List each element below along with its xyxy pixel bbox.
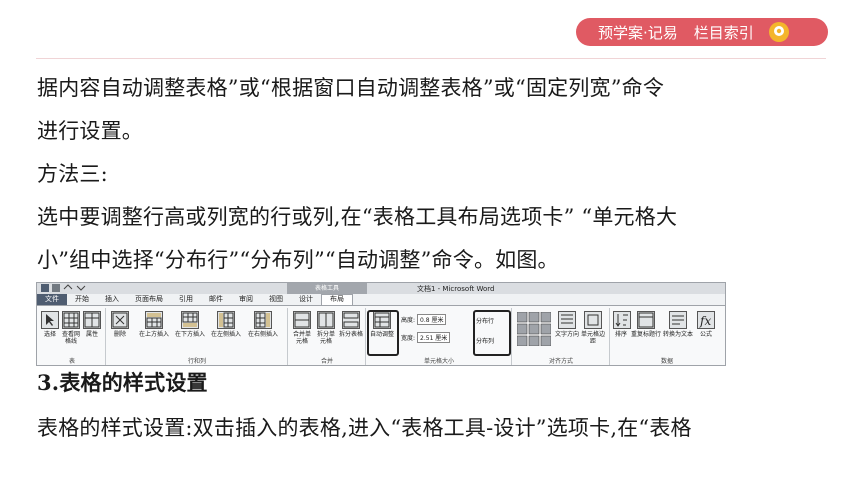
alignment-grid-icon[interactable] bbox=[517, 312, 551, 346]
tab-layout[interactable]: 布局 bbox=[321, 294, 353, 305]
split-cells-icon bbox=[317, 311, 335, 329]
select-button[interactable]: 选择 bbox=[41, 311, 59, 338]
group-data: 排序 重复标题行 转换为文本 fx 公式 数据 bbox=[611, 308, 723, 365]
split-cells-button[interactable]: 拆分单元格 bbox=[315, 311, 337, 345]
convert-text-icon bbox=[669, 311, 687, 329]
split-table-icon bbox=[342, 311, 360, 329]
column-index-link[interactable]: 栏目索引 bbox=[693, 23, 754, 42]
tab-view[interactable]: 视图 bbox=[269, 295, 283, 303]
view-gridlines-button[interactable]: 查看网格线 bbox=[61, 311, 81, 345]
header-divider bbox=[36, 58, 826, 59]
method-three-label: 方法三: bbox=[37, 162, 108, 186]
properties-button[interactable]: 属性 bbox=[83, 311, 101, 338]
paragraph-line-4: 选中要调整行高或列宽的行或列,在“表格工具布局选项卡” “单元格大 bbox=[37, 205, 678, 229]
group-merge: 合并单元格 拆分单元格 拆分表格 合并 bbox=[289, 308, 366, 365]
sort-icon bbox=[613, 311, 631, 329]
cell-margins-icon bbox=[584, 311, 602, 329]
ribbon-title-bar: 表格工具 文档1 - Microsoft Word bbox=[37, 283, 725, 294]
merge-cells-icon bbox=[293, 311, 311, 329]
insert-column-right-icon bbox=[254, 311, 272, 329]
tab-insert[interactable]: 插入 bbox=[105, 295, 119, 303]
tab-design[interactable]: 设计 bbox=[299, 295, 313, 303]
formula-fx-icon: fx bbox=[697, 311, 715, 329]
svg-text:fx: fx bbox=[699, 314, 711, 328]
group-alignment: 文字方向 单元格边距 对齐方式 bbox=[513, 308, 610, 365]
sort-button[interactable]: 排序 bbox=[613, 311, 631, 338]
text-direction-button[interactable]: 文字方向 bbox=[555, 311, 579, 338]
distribute-rows-button[interactable]: 分布行 bbox=[476, 318, 495, 325]
table-tools-tab-label: 表格工具 bbox=[287, 283, 367, 294]
column-width-field[interactable]: 宽度:2.51 厘米 bbox=[401, 332, 451, 343]
insert-column-left-icon bbox=[217, 311, 235, 329]
cell-margins-button[interactable]: 单元格边距 bbox=[581, 311, 605, 345]
convert-to-text-button[interactable]: 转换为文本 bbox=[663, 311, 693, 338]
group-cell-size: 自动调整 高度:0.8 厘米 宽度:2.51 厘米 分布行 分布列 单元格大小 bbox=[367, 308, 512, 365]
text-direction-icon bbox=[558, 311, 576, 329]
repeat-header-rows-button[interactable]: 重复标题行 bbox=[631, 311, 661, 338]
insert-row-above-icon bbox=[145, 311, 163, 329]
row-height-field[interactable]: 高度:0.8 厘米 bbox=[401, 314, 447, 325]
tab-references[interactable]: 引用 bbox=[179, 295, 193, 303]
autofit-highlight-box bbox=[367, 310, 399, 356]
ribbon-body: 选择 查看网格线 属性 表 删除 在上方插入 在 bbox=[37, 305, 725, 365]
insert-above-button[interactable]: 在上方插入 bbox=[137, 311, 171, 338]
distribute-columns-button[interactable]: 分布列 bbox=[476, 338, 495, 345]
insert-right-button[interactable]: 在右侧插入 bbox=[245, 311, 281, 338]
quick-access-toolbar-icons bbox=[41, 284, 86, 292]
paragraph-line-7: 表格的样式设置:双击插入的表格,进入“表格工具-设计”选项卡,在“表格 bbox=[37, 416, 692, 440]
ribbon-tabs: 文件 开始 插入 页面布局 引用 邮件 审阅 视图 设计 布局 bbox=[37, 294, 725, 305]
document-title: 文档1 - Microsoft Word bbox=[417, 285, 495, 293]
merge-cells-button[interactable]: 合并单元格 bbox=[291, 311, 313, 345]
word-ribbon-screenshot: 表格工具 文档1 - Microsoft Word 文件 开始 插入 页面布局 … bbox=[36, 282, 726, 366]
section-heading: 3.表格的样式设置 bbox=[37, 370, 208, 395]
paragraph-line-1: 据内容自动调整表格”或“根据窗口自动调整表格”或“固定列宽”命令 bbox=[37, 76, 665, 100]
distribute-highlight-box bbox=[473, 310, 511, 356]
insert-left-button[interactable]: 在左侧插入 bbox=[209, 311, 243, 338]
tab-page-layout[interactable]: 页面布局 bbox=[135, 295, 163, 303]
cursor-icon bbox=[41, 311, 59, 329]
paragraph-line-5: 小”组中选择“分布行”“分布列”“自动调整”命令。如图。 bbox=[37, 248, 559, 272]
tab-file[interactable]: 文件 bbox=[37, 294, 67, 305]
map-pin-icon[interactable] bbox=[768, 21, 790, 43]
group-rows-columns: 删除 在上方插入 在下方插入 在左侧插入 在右侧插入 行和列 bbox=[107, 308, 288, 365]
delete-table-icon bbox=[111, 311, 129, 329]
split-table-button[interactable]: 拆分表格 bbox=[339, 311, 363, 338]
preview-study-link[interactable]: 预学案·记易 bbox=[598, 23, 678, 42]
paragraph-line-2: 进行设置。 bbox=[37, 119, 143, 143]
insert-row-below-icon bbox=[181, 311, 199, 329]
section-header-pill: 预学案·记易 栏目索引 bbox=[576, 18, 828, 46]
grid-icon bbox=[62, 311, 80, 329]
group-table: 选择 查看网格线 属性 表 bbox=[39, 308, 106, 365]
insert-below-button[interactable]: 在下方插入 bbox=[173, 311, 207, 338]
tab-review[interactable]: 审阅 bbox=[239, 295, 253, 303]
formula-button[interactable]: fx 公式 bbox=[695, 311, 717, 338]
repeat-header-icon bbox=[637, 311, 655, 329]
delete-button[interactable]: 删除 bbox=[111, 311, 129, 338]
table-properties-icon bbox=[83, 311, 101, 329]
tab-mailings[interactable]: 邮件 bbox=[209, 295, 223, 303]
tab-home[interactable]: 开始 bbox=[75, 295, 89, 303]
